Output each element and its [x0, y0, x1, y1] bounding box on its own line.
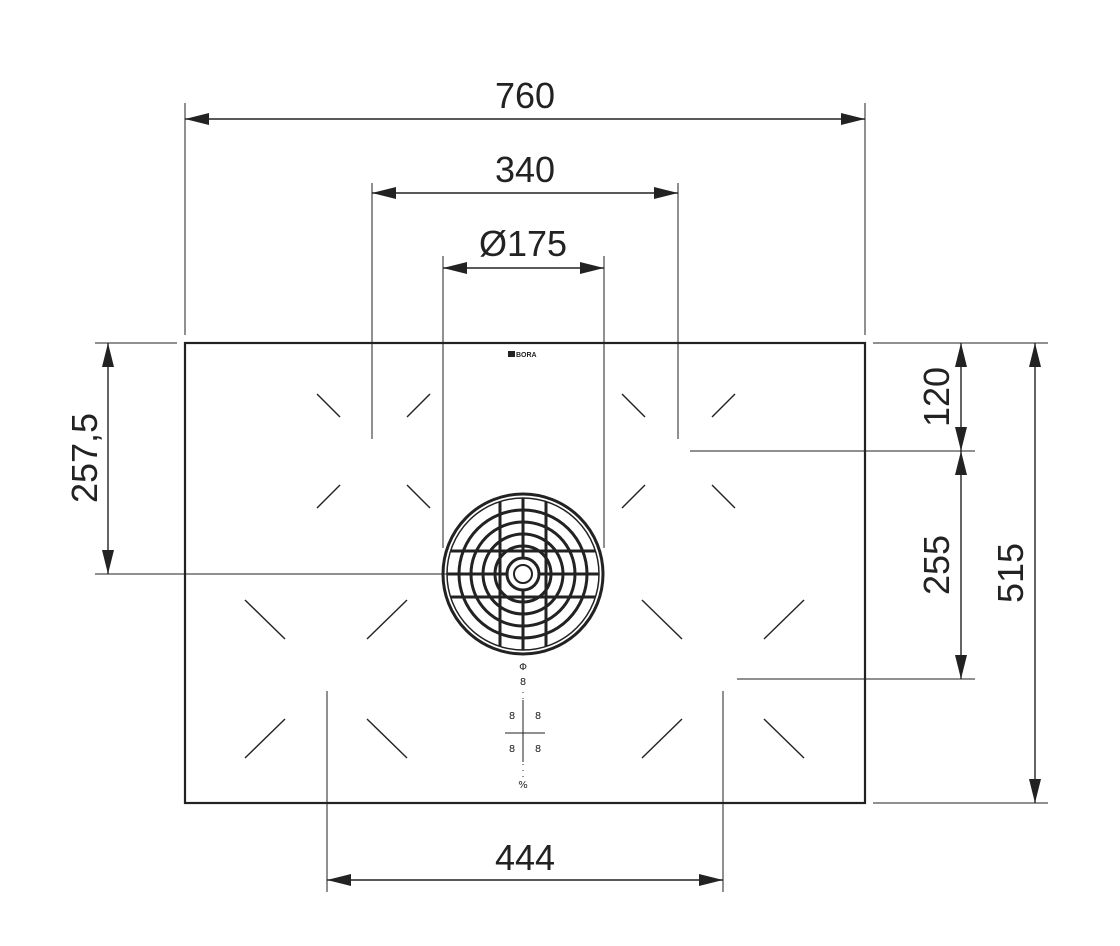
brand-label: BORA	[516, 352, 537, 359]
dimension-label-255: 255	[916, 535, 957, 595]
dimension-label-444: 444	[495, 837, 555, 878]
dimension-label-diameter: Ø175	[479, 223, 567, 264]
dimension-label-257-5: 257,5	[64, 413, 105, 503]
extractor-grille	[441, 492, 605, 656]
zone-display-top-left: 8	[509, 711, 515, 722]
dimension-label-340: 340	[495, 149, 555, 190]
brand-logo: BORA	[508, 351, 537, 359]
cooking-zone-bottom-left	[244, 599, 408, 759]
power-icon: Φ	[519, 662, 527, 673]
control-panel: Φ 8 8 8 8 8 %	[505, 662, 545, 791]
dimension-label-760: 760	[495, 75, 555, 116]
dimension-right-group: 120 255 515	[690, 342, 1048, 804]
hob-outline	[183, 341, 867, 805]
dimension-extractor-diameter: Ø175	[442, 223, 605, 548]
dimension-zone-spacing-top: 340	[371, 149, 679, 439]
cooking-zone-bottom-right	[641, 599, 805, 759]
zone-display-top-right: 8	[535, 711, 541, 722]
dimension-overall-width: 760	[184, 75, 866, 335]
filter-icon: %	[518, 780, 528, 791]
cooking-zone-top-right	[621, 393, 736, 509]
extractor-level-display: 8	[520, 677, 526, 688]
dimension-zone-spacing-bottom: 444	[326, 691, 724, 892]
zone-display-bottom-left: 8	[509, 744, 515, 755]
cooking-zone-top-left	[316, 393, 431, 509]
dimension-label-120: 120	[916, 367, 957, 427]
dimension-left-offset: 257,5	[64, 342, 520, 575]
dimension-label-515: 515	[990, 543, 1031, 603]
zone-display-bottom-right: 8	[535, 744, 541, 755]
